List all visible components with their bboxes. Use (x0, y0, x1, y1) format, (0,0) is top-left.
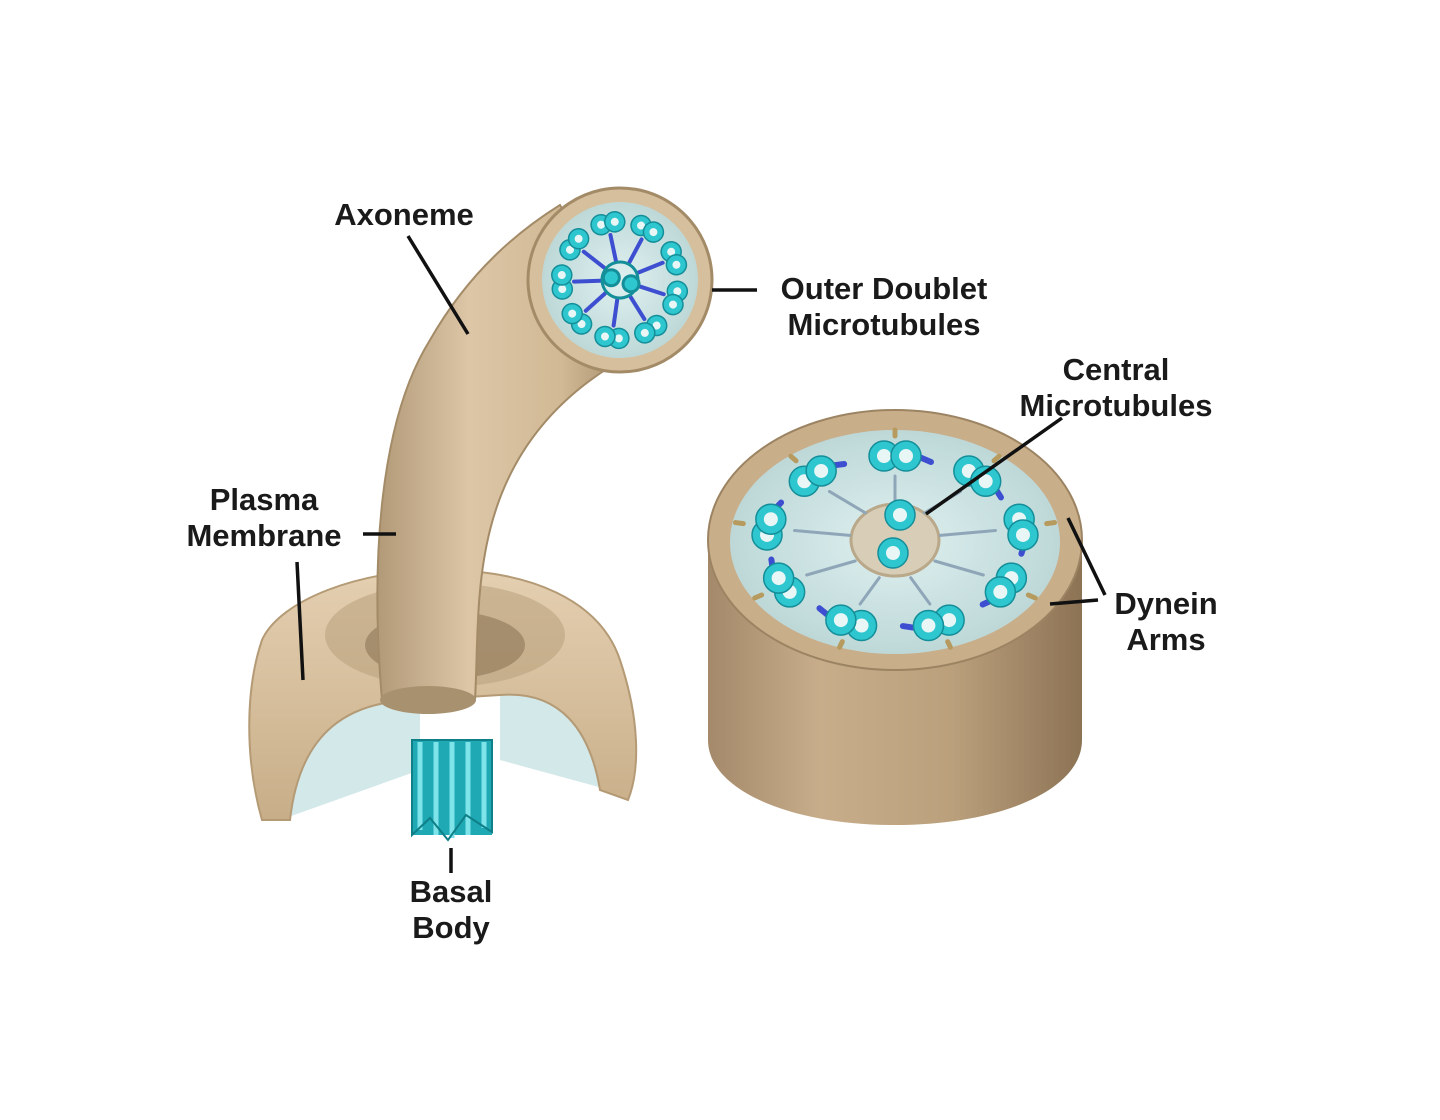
label-outer-doublet-line1: Outer Doublet (781, 271, 988, 306)
radial-spoke (909, 576, 932, 606)
central-microtubule-outline (884, 499, 916, 531)
radial-spoke (933, 559, 985, 577)
radial-spoke (858, 576, 881, 606)
label-central-line1: Central (1063, 352, 1170, 387)
outer-doublet-b-tubule (913, 610, 944, 641)
label-basal-line2: Body (412, 910, 490, 945)
outer-doublet-b-tubule-outline (762, 562, 795, 594)
outer-doublet-b-tubule (604, 211, 625, 232)
nexin-link (752, 592, 765, 601)
label-axoneme: Axoneme (334, 197, 474, 232)
radial-spoke (637, 284, 666, 297)
outer-doublet-b-tubule (666, 254, 687, 275)
label-dynein-line1: Dynein (1114, 586, 1217, 621)
radial-spoke (636, 260, 665, 275)
outer-doublet-b-tubule-outline (594, 325, 616, 348)
outer-doublet-b-tubule (891, 441, 921, 471)
outer-doublet-b-tubule (763, 563, 794, 594)
central-microtubule (878, 538, 908, 568)
radial-spoke (572, 278, 603, 284)
outer-doublet-b-tubule (825, 605, 856, 636)
dynein-leader-upper (1066, 517, 1107, 596)
outer-doublet-b-tubule-outline (912, 609, 945, 642)
label-plasma-line1: Plasma (210, 482, 319, 517)
labels: Axoneme Outer Doublet Microtubules Centr… (186, 197, 1217, 945)
plasma-membrane-cup-leader (295, 561, 305, 681)
outer-doublet-b-tubule-outline (561, 302, 583, 325)
outer-doublet-b-tubule-outline (665, 254, 688, 276)
central-microtubule (885, 500, 915, 530)
nexin-link (945, 639, 953, 650)
leader-lines (295, 235, 1107, 873)
radial-spoke (627, 237, 644, 265)
nexin-link (1025, 592, 1038, 601)
radial-spoke (583, 291, 608, 313)
outer-doublet-b-tubule-outline (634, 322, 656, 344)
outer-doublet-b-tubule (985, 576, 1016, 607)
axoneme-cross-section-small (526, 186, 714, 374)
outer-doublet-b-tubule (594, 326, 615, 347)
axoneme-cross-section-large (707, 409, 1083, 825)
central-leader (924, 416, 1064, 516)
outer-doublet-b-tubule (643, 222, 664, 243)
radial-spoke (938, 529, 997, 537)
outer-doublet-b-tubule (568, 228, 589, 249)
outer-doublet-b-tubule-outline (984, 576, 1017, 608)
outer-doublet-b-tubule-outline (805, 455, 837, 487)
outer-doublet-b-tubule (755, 504, 786, 535)
axoneme-leader (406, 235, 470, 335)
nexin-link (837, 639, 845, 650)
dynein-leader-lower (1049, 598, 1099, 606)
radial-spoke (827, 489, 867, 515)
outer-doublet-b-tubule (1007, 519, 1038, 550)
outer-doublet-b-tubule-outline (551, 264, 573, 286)
radial-spoke (608, 233, 618, 263)
outer-doublet-b-tubule-outline (567, 228, 590, 250)
label-dynein-line2: Arms (1126, 622, 1205, 657)
radial-spoke (793, 529, 852, 537)
outer-doublet-b-tubule-outline (642, 221, 665, 243)
radial-spoke (611, 297, 620, 328)
outer-doublet-b-tubule-outline (890, 440, 922, 472)
central-microtubule-outline (877, 537, 909, 569)
outer-doublet-b-tubule-outline (825, 604, 857, 636)
radial-spoke (628, 294, 647, 322)
outer-doublet-b-tubule-outline (755, 503, 787, 535)
outer-doublet-b-tubule-outline (1007, 519, 1039, 551)
label-central-line2: Microtubules (1020, 388, 1213, 423)
radial-spoke (805, 559, 857, 577)
outer-doublet-b-tubule (562, 303, 583, 324)
outer-doublet-b-tubule (634, 322, 655, 343)
outer-doublet-b-tubule (662, 294, 683, 315)
nexin-link (1044, 520, 1058, 527)
outer-doublet-b-tubule (806, 455, 837, 486)
outer-doublet-b-tubule-outline (604, 211, 626, 233)
basal-body (411, 739, 493, 842)
outer-doublet-b-tubule-outline (662, 293, 684, 316)
label-outer-doublet-line2: Microtubules (788, 307, 981, 342)
nexin-link (991, 453, 1002, 464)
nexin-link (732, 520, 746, 527)
label-basal-line1: Basal (410, 874, 493, 909)
outer-doublet-b-tubule (551, 265, 572, 286)
radial-spoke (581, 249, 607, 270)
nexin-link (788, 453, 799, 464)
label-plasma-line2: Membrane (186, 518, 341, 553)
